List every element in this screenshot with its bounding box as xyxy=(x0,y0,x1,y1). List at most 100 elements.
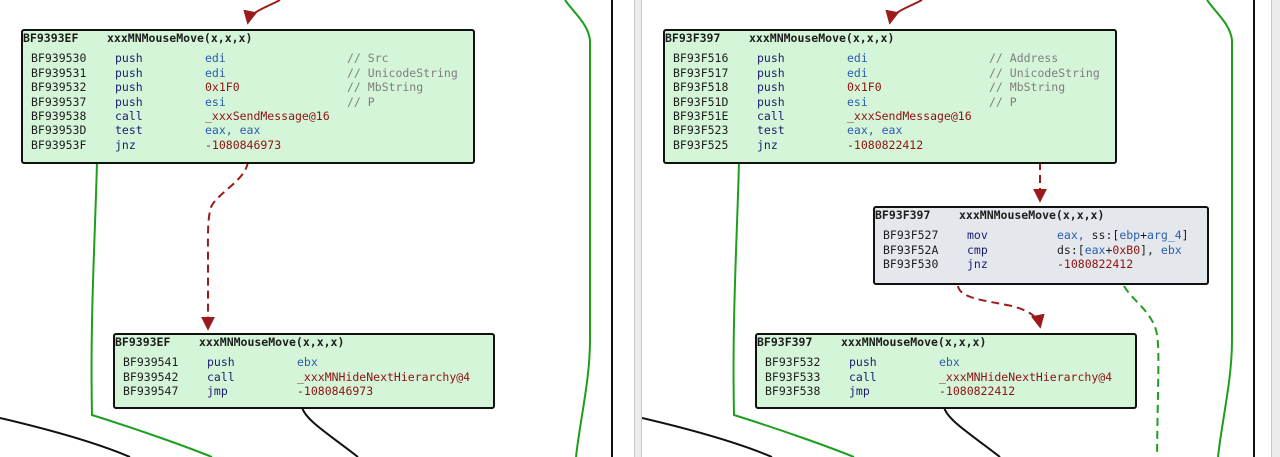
edge-black-bottom xyxy=(943,406,1001,457)
edge-red-dashed xyxy=(201,161,249,331)
block-address: BF93F397 xyxy=(665,31,721,45)
instruction-row[interactable]: BF939532 push 0x1F0 // MbString xyxy=(31,80,465,94)
instruction-mnemonic: test xyxy=(757,123,785,138)
instruction-mnemonic: jnz xyxy=(967,257,988,272)
block-function-name: xxxMNMouseMove(x,x,x) xyxy=(841,335,987,349)
instruction-row[interactable]: BF93F518 push 0x1F0 // MbString xyxy=(673,80,1107,94)
instruction-row[interactable]: BF93F52A cmp ds:[eax+0xB0], ebx xyxy=(883,243,1199,257)
instruction-row[interactable]: BF93F516 push edi // Address xyxy=(673,51,1107,65)
block-function-name: xxxMNMouseMove(x,x,x) xyxy=(107,31,253,45)
instruction-row[interactable]: BF939538 call _xxxSendMessage@16 xyxy=(31,109,465,123)
instruction-row[interactable]: BF93F532 push ebx xyxy=(765,355,1127,369)
instruction-row[interactable]: BF93F523 test eax, eax xyxy=(673,123,1107,137)
instruction-mnemonic: push xyxy=(207,355,235,370)
instruction-operand[interactable]: -1080822412 xyxy=(847,137,924,152)
instruction-address: BF939542 xyxy=(123,369,179,384)
instruction-operand[interactable]: -1080822412 xyxy=(939,384,1016,399)
instruction-row[interactable]: BF93F530 jnz -1080822412 xyxy=(883,257,1199,271)
block-function-name: xxxMNMouseMove(x,x,x) xyxy=(749,31,895,45)
instruction-comment: // P xyxy=(347,94,375,109)
instruction-operand[interactable]: -1080846973 xyxy=(205,137,282,152)
instruction-row[interactable]: BF93F517 push edi // UnicodeString xyxy=(673,66,1107,80)
instruction-operand: ebx xyxy=(939,355,960,370)
instruction-operand[interactable]: _xxxMNHideNextHierarchy@4 xyxy=(297,369,471,384)
edge-black-left xyxy=(0,417,131,457)
instruction-operand: edi xyxy=(847,51,868,66)
instruction-mnemonic: jnz xyxy=(115,137,136,152)
instruction-operand[interactable]: _xxxSendMessage@16 xyxy=(205,108,330,123)
instruction-comment: // Src xyxy=(347,51,389,66)
instruction-operand: eax, eax xyxy=(847,123,903,138)
instruction-address: BF93F538 xyxy=(765,384,821,399)
block-header: BF9393EF xxxMNMouseMove(x,x,x) xyxy=(115,335,485,355)
instruction-mnemonic: push xyxy=(115,94,143,109)
instruction-mnemonic: call xyxy=(849,369,877,384)
edge-black-bottom xyxy=(301,406,359,457)
instruction-comment: // MbString xyxy=(989,80,1066,95)
right-graph-view[interactable]: BF93F397 xxxMNMouseMove(x,x,x) BF93F516 … xyxy=(642,0,1280,457)
block-header: BF9393EF xxxMNMouseMove(x,x,x) xyxy=(23,31,465,51)
block-function-name: xxxMNMouseMove(x,x,x) xyxy=(199,335,345,349)
instruction-mnemonic: jnz xyxy=(757,137,778,152)
instruction-comment: // UnicodeString xyxy=(347,65,458,80)
instruction-row[interactable]: BF939542 call _xxxMNHideNextHierarchy@4 xyxy=(123,370,485,384)
instruction-comment: // Address xyxy=(989,51,1059,66)
instruction-operand: 0x1F0 xyxy=(847,80,882,95)
instruction-operand[interactable]: -1080822412 xyxy=(1057,257,1134,272)
instruction-row[interactable]: BF939537 push esi // P xyxy=(31,95,465,109)
instruction-mnemonic: push xyxy=(115,65,143,80)
pane-splitter[interactable] xyxy=(634,0,642,457)
instruction-row[interactable]: BF93F538 jmp -1080822412 xyxy=(765,384,1127,398)
instruction-comment: // P xyxy=(989,94,1017,109)
code-block-right-bottom[interactable]: BF93F397 xxxMNMouseMove(x,x,x) BF93F532 … xyxy=(755,333,1137,409)
instruction-row[interactable]: BF93F51E call _xxxSendMessage@16 xyxy=(673,109,1107,123)
instruction-operand: esi xyxy=(847,94,868,109)
vertical-scrollbar[interactable] xyxy=(1271,0,1280,457)
instruction-operand: eax, eax xyxy=(205,123,261,138)
instruction-row[interactable]: BF93F527 mov eax, ss:[ebp+arg_4] xyxy=(883,228,1199,242)
instruction-operand: esi xyxy=(205,94,226,109)
instruction-comment: // UnicodeString xyxy=(989,65,1100,80)
instruction-address: BF93F516 xyxy=(673,51,729,66)
instruction-row[interactable]: BF939541 push ebx xyxy=(123,355,485,369)
instruction-address: BF93F533 xyxy=(765,369,821,384)
code-block-left-bottom[interactable]: BF9393EF xxxMNMouseMove(x,x,x) BF939541 … xyxy=(113,333,495,409)
instruction-row[interactable]: BF93953F jnz -1080846973 xyxy=(31,138,465,152)
instruction-operand: edi xyxy=(847,65,868,80)
instruction-address: BF93F518 xyxy=(673,80,729,95)
instruction-operand[interactable]: _xxxMNHideNextHierarchy@4 xyxy=(939,369,1113,384)
instruction-row[interactable]: BF939531 push edi // UnicodeString xyxy=(31,66,465,80)
instruction-address: BF939531 xyxy=(31,65,87,80)
instruction-comment: // MbString xyxy=(347,80,424,95)
block-address: BF9393EF xyxy=(23,31,79,45)
edge-red-dashed-bottom xyxy=(957,285,1045,329)
instruction-operand: edi xyxy=(205,51,226,66)
code-block-left-top[interactable]: BF9393EF xxxMNMouseMove(x,x,x) BF939530 … xyxy=(21,29,475,164)
instruction-mnemonic: push xyxy=(757,51,785,66)
instruction-address: BF93F51E xyxy=(673,108,729,123)
instruction-mnemonic: test xyxy=(115,123,143,138)
instruction-row[interactable]: BF93F525 jnz -1080822412 xyxy=(673,138,1107,152)
instruction-address: BF939538 xyxy=(31,108,87,123)
block-address: BF93F397 xyxy=(875,208,931,222)
instruction-operand[interactable]: -1080846973 xyxy=(297,384,374,399)
instruction-mnemonic: push xyxy=(849,355,877,370)
instruction-address: BF939541 xyxy=(123,355,179,370)
instruction-row[interactable]: BF939530 push edi // Src xyxy=(31,51,465,65)
instruction-row[interactable]: BF939547 jmp -1080846973 xyxy=(123,384,485,398)
instruction-operand: edi xyxy=(205,65,226,80)
code-block-right-top[interactable]: BF93F397 xxxMNMouseMove(x,x,x) BF93F516 … xyxy=(663,29,1117,164)
instruction-mnemonic: jmp xyxy=(849,384,870,399)
instruction-operand[interactable]: _xxxSendMessage@16 xyxy=(847,108,972,123)
left-graph-view[interactable]: BF9393EF xxxMNMouseMove(x,x,x) BF939530 … xyxy=(0,0,634,457)
instruction-row[interactable]: BF93F533 call _xxxMNHideNextHierarchy@4 xyxy=(765,370,1127,384)
edge-incoming-red xyxy=(885,0,923,25)
instruction-address: BF93F530 xyxy=(883,257,939,272)
edge-green-right xyxy=(1206,0,1233,457)
edge-green-left xyxy=(90,161,213,457)
code-block-right-middle[interactable]: BF93F397 xxxMNMouseMove(x,x,x) BF93F527 … xyxy=(873,206,1209,285)
instruction-row[interactable]: BF93F51D push esi // P xyxy=(673,95,1107,109)
instruction-mnemonic: push xyxy=(757,94,785,109)
instruction-row[interactable]: BF93953D test eax, eax xyxy=(31,123,465,137)
instruction-address: BF939547 xyxy=(123,384,179,399)
